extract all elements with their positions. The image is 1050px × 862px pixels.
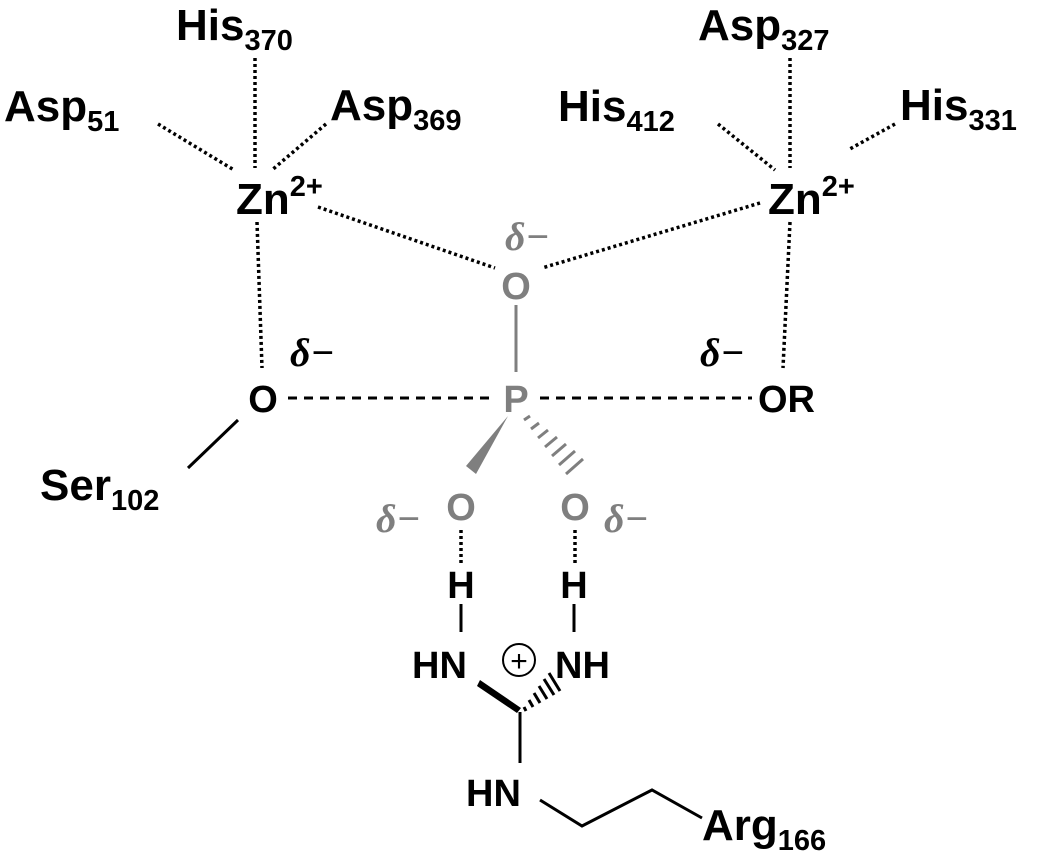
his412-label: His412: [558, 82, 675, 138]
left-zinc-coordination: [157, 58, 496, 369]
asp51-zn-bond: [157, 122, 235, 172]
zn-bridging-oxygen-bond: [317, 205, 496, 270]
p-o-left-wedge: [466, 416, 508, 474]
svg-text:+: +: [510, 645, 528, 678]
hydrogen-right-label: H: [560, 565, 587, 607]
asp327-label: Asp327: [698, 1, 830, 57]
phosphorus-label: P: [503, 379, 528, 421]
his412-zn-bond: [716, 122, 777, 172]
ser102-label: Ser102: [40, 461, 159, 517]
asp369-zn-bond: [270, 122, 328, 172]
asp369-label: Asp369: [330, 81, 462, 137]
leaving-group-charge: δ−: [700, 330, 745, 375]
zn-ser-oxygen-bond: [255, 221, 264, 369]
right-zinc-coordination: [541, 58, 896, 369]
zinc-right-label: Zn2+: [768, 171, 855, 224]
his331-zn-bond: [847, 122, 896, 152]
ser-o-bond: [186, 418, 240, 470]
arg166-label: Arg166: [702, 801, 826, 857]
arginine-side-chain: [539, 788, 703, 828]
asp51-label: Asp51: [4, 82, 119, 138]
nh-c-hash: [522, 672, 562, 712]
phosphate-oxygen-right-label: O: [560, 487, 590, 529]
bridging-oxygen-label: O: [501, 266, 531, 308]
his331-label: His331: [900, 81, 1017, 137]
bridging-oxygen-charge: δ−: [505, 214, 550, 259]
his370-label: His370: [176, 1, 293, 57]
p-o-right-hash: [523, 414, 584, 476]
ser-oxygen-charge: δ−: [290, 330, 335, 375]
hydrogen-left-label: H: [447, 565, 474, 607]
zinc-left-label: Zn2+: [236, 171, 323, 224]
phosphate-oxygen-left-charge: δ−: [376, 496, 421, 541]
phosphate-oxygen-left-label: O: [446, 487, 476, 529]
zn-or-oxygen-bond: [781, 221, 792, 369]
guanidinium-hn-bottom-label: HN: [466, 773, 521, 815]
hn-c-wedge: [477, 680, 521, 713]
zn-bridging-oxygen-bond-right: [541, 201, 761, 270]
positive-charge-icon: +: [502, 643, 536, 678]
leaving-group-label: OR: [758, 379, 815, 421]
guanidinium-nh-right-label: NH: [555, 645, 610, 687]
phosphate-oxygen-right-charge: δ−: [604, 496, 649, 541]
guanidinium-hn-left-label: HN: [412, 645, 467, 687]
ser-oxygen-label: O: [248, 379, 278, 421]
